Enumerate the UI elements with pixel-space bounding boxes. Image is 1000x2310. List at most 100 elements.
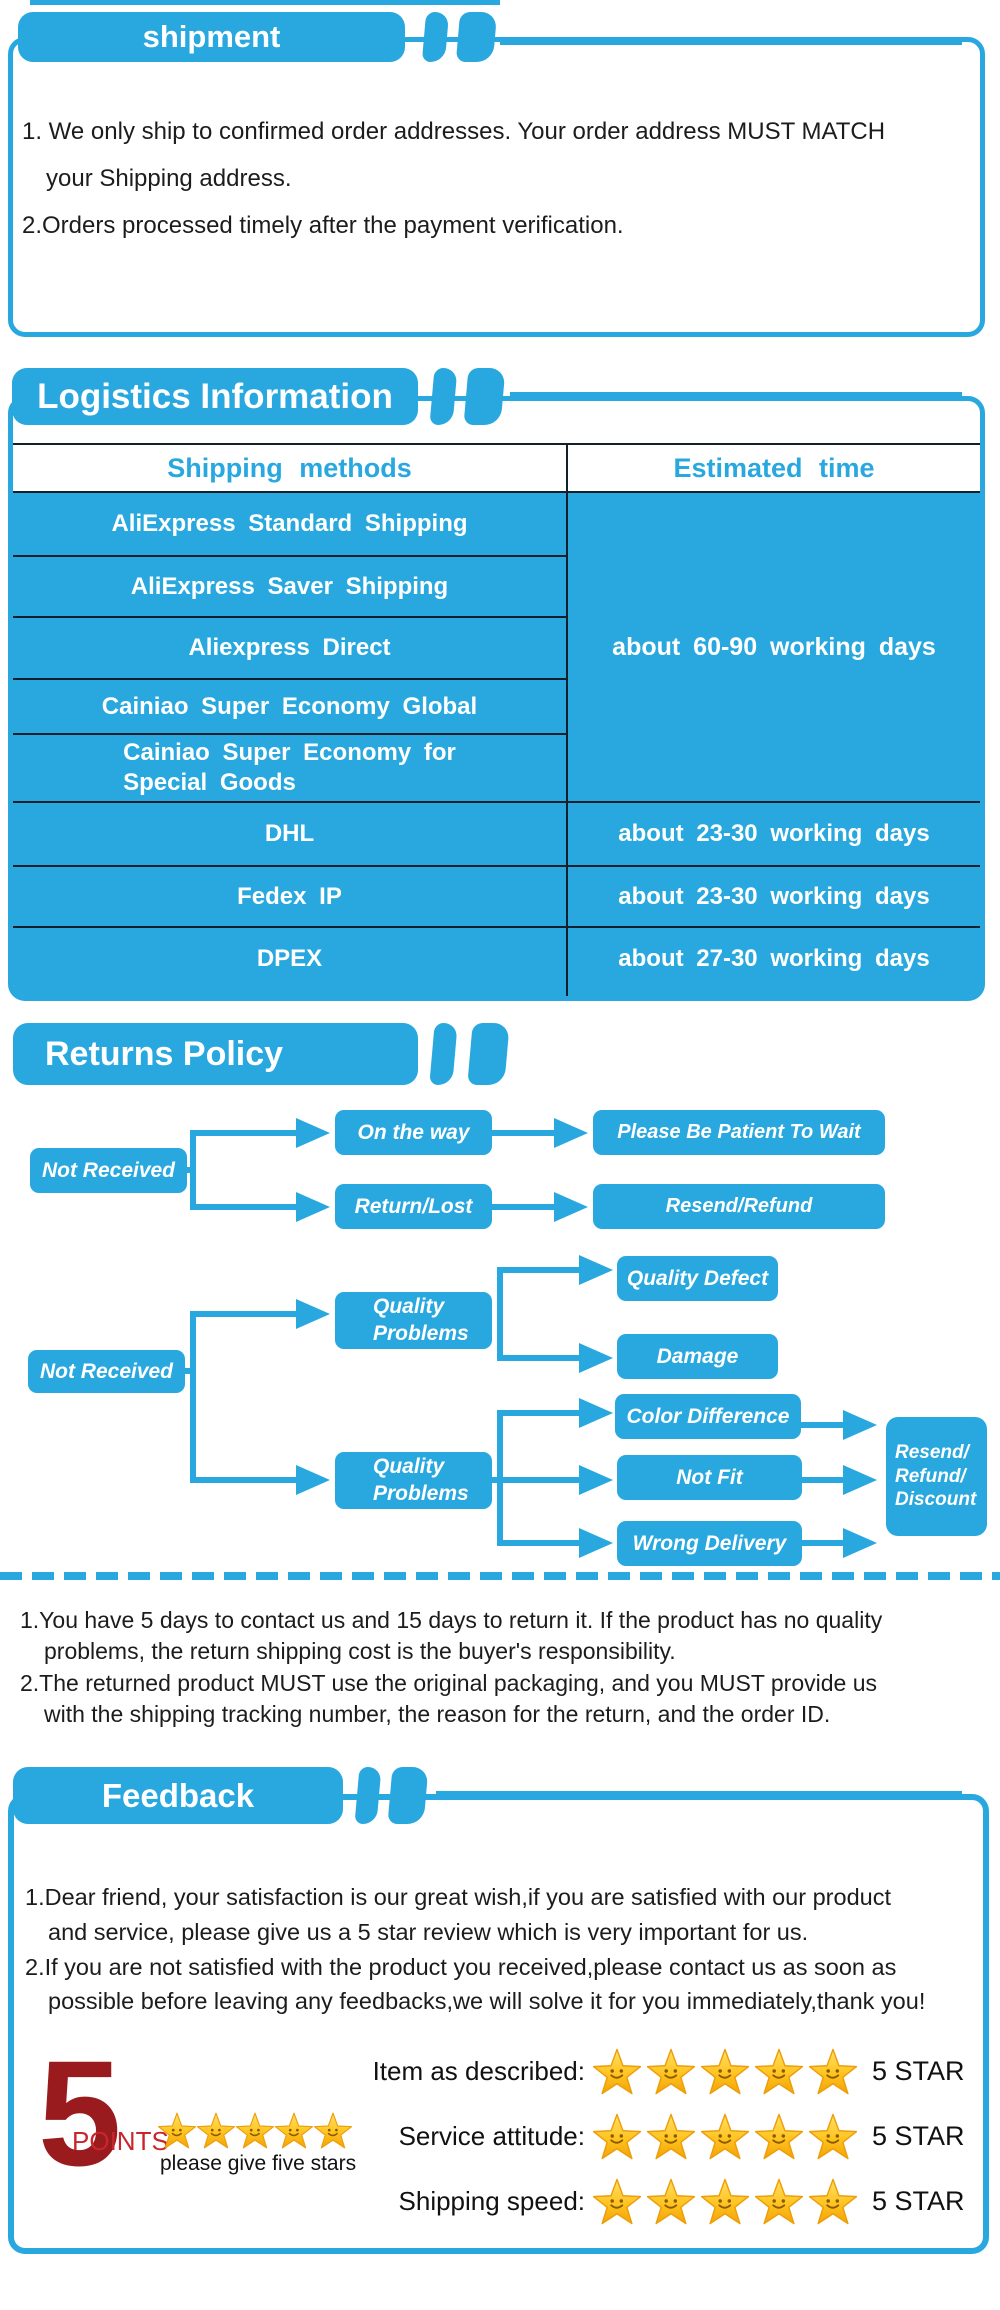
flow-node-quality-problems-1: Quality Problems — [335, 1292, 492, 1349]
double-parenthesis-icon — [429, 1023, 458, 1085]
smiley-star-icon — [593, 2113, 641, 2160]
smiley-star-icon — [197, 2112, 235, 2149]
shipment-connector-line — [500, 39, 962, 45]
smiley-star-icon — [647, 2113, 695, 2160]
double-parenthesis-icon — [463, 368, 506, 425]
flow-node-not-received-2: Not Received — [28, 1350, 185, 1393]
flow-node-resend-refund: Resend/Refund — [593, 1184, 885, 1229]
returns-title-bubble: Returns Policy — [13, 1023, 418, 1085]
smiley-star-icon — [701, 2113, 749, 2160]
flow-arrow-icon — [843, 1528, 877, 1558]
double-parenthesis-icon — [455, 12, 498, 62]
logistics-title: Logistics Information — [37, 376, 393, 416]
double-parenthesis-icon — [387, 1767, 429, 1824]
flow-node-on-the-way: On the way — [335, 1110, 492, 1155]
smiley-star-icon — [755, 2113, 803, 2160]
rating-row-item-described: Item as described: 5 STAR — [300, 2045, 980, 2097]
flow-line — [190, 1311, 196, 1483]
five-points-label: POINTS — [72, 2126, 169, 2156]
flow-line — [196, 1311, 298, 1317]
smiley-star-icon — [755, 2178, 803, 2225]
returns-note-4: with the shipping tracking number, the r… — [44, 1701, 831, 1727]
flow-line — [503, 1410, 581, 1416]
flow-arrow-icon — [579, 1398, 613, 1428]
table-header-shipping-methods: Shipping methods — [167, 452, 412, 483]
flow-line — [497, 1267, 503, 1361]
flow-node-damage: Damage — [617, 1334, 778, 1379]
dashed-divider — [0, 1572, 1000, 1580]
flow-arrow-icon — [554, 1192, 588, 1222]
flow-line — [492, 1477, 581, 1483]
row-divider — [13, 616, 566, 618]
smiley-star-icon — [809, 2178, 857, 2225]
feedback-line-4: possible before leaving any feedbacks,we… — [48, 1988, 926, 2014]
smiley-star-icon — [701, 2178, 749, 2225]
returns-note-3: 2.The returned product MUST use the orig… — [20, 1670, 878, 1696]
logistics-table-blue-area — [13, 493, 980, 996]
flow-node-please-wait: Please Be Patient To Wait — [593, 1110, 885, 1155]
returns-note-1: 1.You have 5 days to contact us and 15 d… — [20, 1607, 883, 1633]
table-column-divider — [566, 443, 568, 996]
table-row-method: Cainiao Super Economy Global — [101, 692, 478, 720]
flow-line — [802, 1477, 845, 1483]
flow-arrow-icon — [843, 1410, 877, 1440]
flow-arrow-icon — [296, 1118, 330, 1148]
rating-row-shipping-speed: Shipping speed: 5 STAR — [300, 2175, 980, 2227]
flow-arrow-icon — [554, 1118, 588, 1148]
feedback-box — [8, 1794, 989, 2254]
table-row-method: AliExpress Standard Shipping — [111, 510, 468, 537]
table-row-method: Cainiao Super Economy for Special Goods — [123, 739, 456, 796]
feedback-line-1: 1.Dear friend, your satisfaction is our … — [25, 1884, 891, 1910]
table-row-method: Aliexpress Direct — [188, 634, 391, 661]
flow-arrow-icon — [579, 1343, 613, 1373]
returns-title: Returns Policy — [45, 1034, 284, 1073]
smiley-star-icon — [593, 2178, 641, 2225]
row-divider — [13, 555, 566, 557]
flow-line — [196, 1130, 298, 1136]
flow-line — [802, 1540, 845, 1546]
shipment-title: shipment — [142, 19, 281, 54]
double-parenthesis-icon — [467, 1023, 510, 1085]
rating-stars — [593, 2113, 857, 2160]
flow-node-quality-defect: Quality Defect — [617, 1256, 778, 1301]
rating-stars — [593, 2178, 857, 2225]
row-divider — [13, 926, 980, 928]
table-row-method: AliExpress Saver Shipping — [130, 572, 449, 600]
table-top-border — [13, 443, 980, 445]
smiley-star-icon — [809, 2113, 857, 2160]
flow-node-not-fit: Not Fit — [617, 1455, 802, 1500]
rating-stars — [593, 2048, 857, 2095]
five-points-number: 5 — [38, 2029, 122, 2197]
flow-arrow-icon — [296, 1465, 330, 1495]
rating-value: 5 STAR — [872, 2185, 965, 2216]
flow-line — [801, 1422, 845, 1428]
row-divider — [13, 678, 566, 680]
logistics-connector-line — [510, 392, 962, 398]
smiley-star-icon — [158, 2112, 196, 2149]
smiley-star-icon — [809, 2048, 857, 2095]
smiley-star-icon — [701, 2048, 749, 2095]
rating-value: 5 STAR — [872, 2055, 965, 2086]
feedback-title-bubble: Feedback — [13, 1767, 343, 1824]
shipment-line-3: 2.Orders processed timely after the paym… — [22, 212, 624, 239]
flow-arrow-icon — [296, 1192, 330, 1222]
rating-label: Item as described: — [372, 2055, 585, 2086]
table-header-border — [13, 491, 980, 493]
table-merged-time-cell: about 60-90 working days — [612, 632, 936, 661]
table-row-time: about 23-30 working days — [618, 820, 930, 847]
feedback-line-2: and service, please give us a 5 star rev… — [48, 1919, 809, 1945]
smiley-star-icon — [593, 2048, 641, 2095]
smiley-star-icon — [647, 2178, 695, 2225]
smiley-star-icon — [647, 2048, 695, 2095]
table-row-time: about 23-30 working days — [618, 882, 930, 910]
top-edge-strip — [30, 0, 500, 5]
shipment-line-2: your Shipping address. — [46, 165, 292, 192]
flow-line — [185, 1368, 194, 1374]
feedback-connector-line — [436, 1791, 962, 1797]
flow-arrow-icon — [296, 1299, 330, 1329]
flow-node-color-difference: Color Difference — [615, 1394, 801, 1439]
flow-line — [503, 1355, 581, 1361]
flow-arrow-icon — [579, 1528, 613, 1558]
logistics-title-bubble: Logistics Information — [12, 368, 418, 425]
